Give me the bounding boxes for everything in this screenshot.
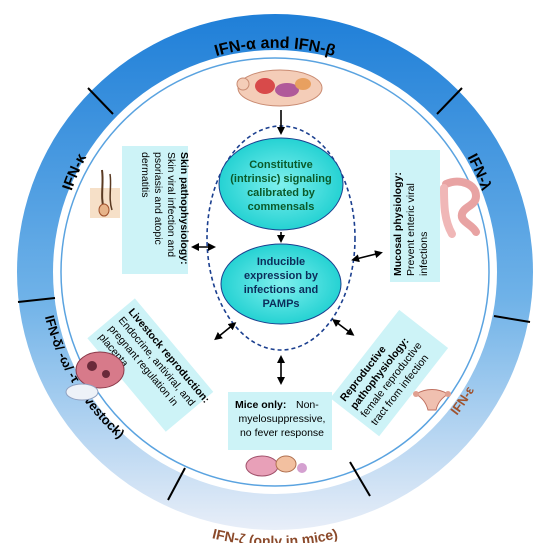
constitutive-line-1: Constitutive [249, 159, 313, 171]
inducible-line-3: infections and [244, 284, 319, 296]
mucosal-box: Mucosal physiology: Prevent enteric vira… [390, 150, 440, 282]
mucosal-line-1: Prevent enteric viral [405, 183, 417, 276]
mucosal-title: Mucosal physiology: [392, 172, 404, 276]
mice-line-1: Non- [296, 399, 319, 411]
inducible-line-4: PAMPs [262, 298, 299, 310]
inducible-line-1: Inducible [257, 256, 305, 268]
mice-box: Mice only: Non- myelosuppressive, no fev… [228, 392, 332, 450]
skin-line-1: Skin viral infection and [165, 152, 177, 257]
inducible-oval [220, 243, 342, 325]
skin-line-3: dermatitis [139, 152, 151, 198]
inducible-line-2: expression by [244, 270, 319, 282]
inducible-text: Inducible expression by infections and P… [244, 256, 319, 310]
arrows [191, 110, 383, 385]
uterus-icon [413, 389, 451, 411]
arrow-right [351, 250, 383, 263]
arrow-lower-right [332, 319, 355, 336]
constitutive-oval [218, 137, 344, 231]
placenta-icon [65, 351, 125, 401]
skin-title: Skin pathophysiology: [178, 152, 190, 265]
mice-line-3: no fever response [240, 427, 324, 439]
mouse-organs-icon [245, 455, 307, 477]
constitutive-line-3: calibrated by [247, 187, 316, 199]
constitutive-text: Constitutive (intrinsic) signaling calib… [230, 159, 331, 213]
mice-title: Mice only: [235, 399, 286, 411]
intestine-icon [440, 177, 481, 238]
skin-box: Skin pathophysiology: Skin viral infecti… [122, 146, 190, 274]
arrow-lower-left [214, 322, 237, 341]
constitutive-line-4: commensals [248, 201, 315, 213]
constitutive-line-2: (intrinsic) signaling [230, 173, 331, 185]
mice-line-2: myelosuppressive, [239, 413, 326, 425]
skin-line-2: psoriasis and atopic [152, 152, 164, 245]
mucosal-line-2: infections [418, 232, 430, 276]
hair-follicle-icon [90, 169, 120, 218]
mouse-anatomy-icon [236, 69, 323, 107]
